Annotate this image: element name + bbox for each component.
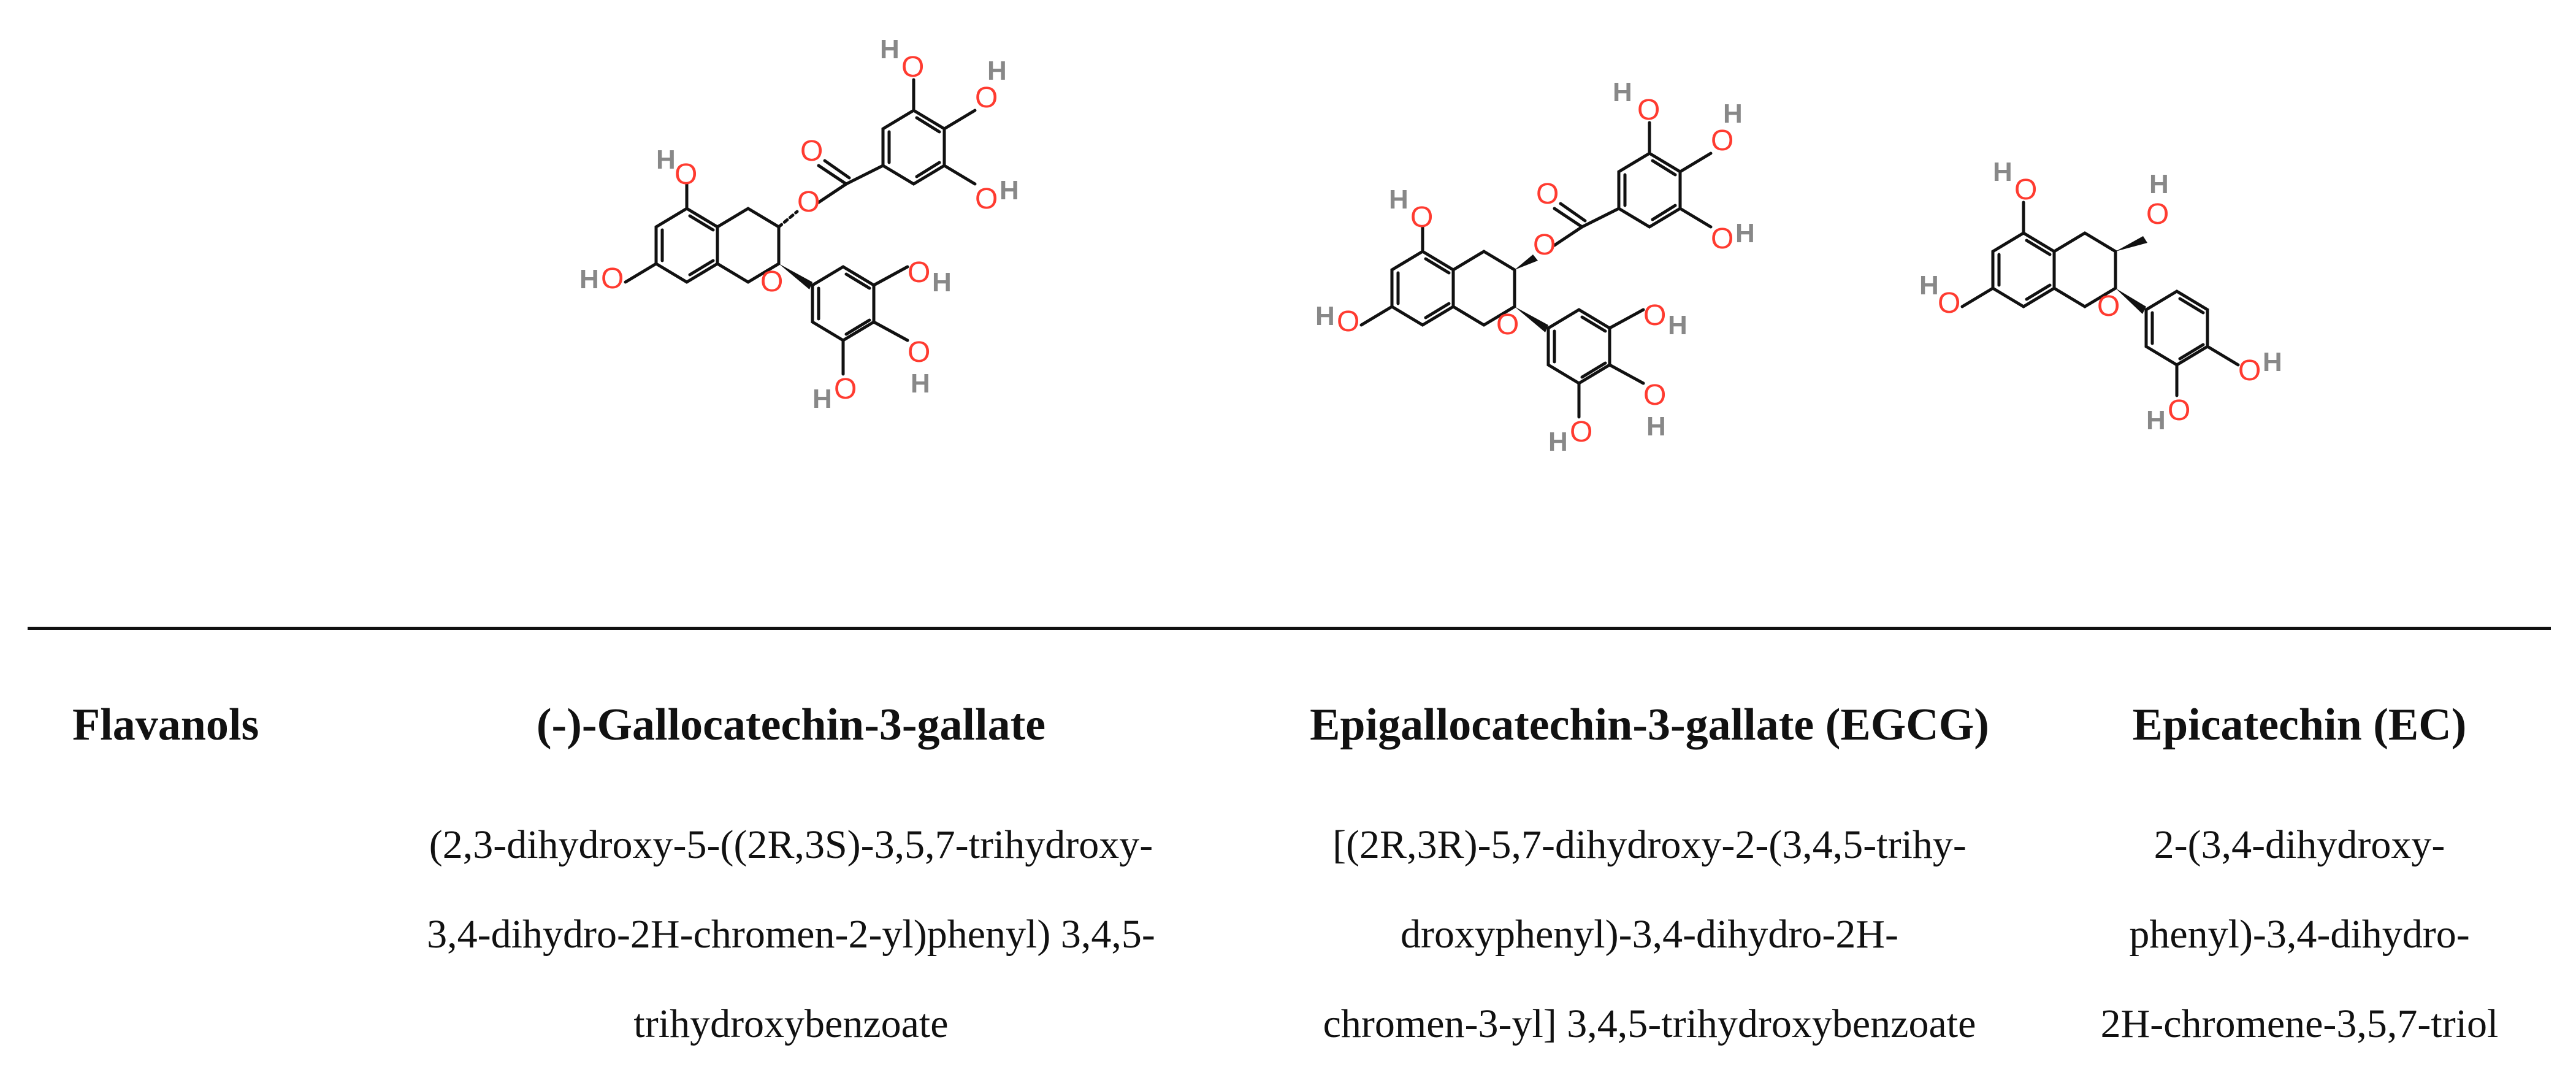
hydrogen-label: H [2149, 169, 2169, 199]
ring-oxygen-label: O [1496, 308, 1519, 341]
hydrogen-label: H [987, 56, 1007, 86]
iupac-line: 3,4-dihydro-2H-chromen-2-yl)phenyl) 3,4,… [427, 912, 1155, 957]
oxygen-label: O [1643, 379, 1666, 411]
iupac-name: 2-(3,4-dihydroxy- phenyl)-3,4-dihydro- 2… [2048, 800, 2551, 1069]
iupac-line: 2-(3,4-dihydroxy- [2154, 822, 2445, 867]
oxygen-label: O [1637, 94, 1660, 126]
oxygen-label: O [1711, 223, 1733, 255]
hydrogen-label: H [2146, 405, 2166, 435]
hydrogen-label: H [1919, 270, 1939, 300]
hydrogen-label: H [999, 175, 1019, 205]
carbonyl-oxygen-label: O [800, 135, 823, 167]
hydrogen-label: H [932, 267, 952, 297]
molecule-drawing: O O O O H O H O H O H O H O H O H O H [1315, 77, 1755, 457]
hydrogen-label: H [1646, 411, 1666, 442]
oxygen-label: O [1337, 305, 1359, 338]
iupac-line: trihydroxybenzoate [633, 1001, 949, 1046]
structure-panel: O O O O H O H O H O H O H O H O H O H [478, 0, 2575, 552]
hydrogen-label: H [2263, 347, 2282, 377]
oxygen-label: O [975, 82, 998, 114]
compound-name: Epigallocatechin-3-gallate (EGCG) [1310, 700, 1989, 750]
hydrogen-label: H [656, 145, 676, 175]
hydrogen-label: H [1723, 99, 1743, 129]
ring-oxygen-label: O [2097, 290, 2120, 323]
hydrogen-label: H [1668, 310, 1687, 340]
iupac-line: 2H-chromene-3,5,7-triol [2100, 1001, 2499, 1046]
oxygen-label: O [601, 262, 624, 295]
iupac-line: (2,3-dihydroxy-5-((2R,3S)-3,5,7-trihydro… [429, 822, 1153, 867]
oxygen-label: O [908, 336, 930, 369]
iupac-name: [(2R,3R)-5,7-dihydroxy-2-(3,4,5-trihy- d… [1263, 800, 2036, 1069]
oxygen-label: O [1410, 201, 1433, 234]
table-divider [28, 627, 2551, 630]
carbonyl-oxygen-label: O [1536, 178, 1559, 210]
hydrogen-label: H [1735, 218, 1755, 248]
iupac-line: chromen-3-yl] 3,4,5-trihydroxybenzoate [1323, 1001, 1976, 1046]
hydrogen-label: H [1993, 157, 2012, 187]
compound-column: Epigallocatechin-3-gallate (EGCG) [(2R,3… [1263, 699, 2036, 1069]
hydrogen-label: H [1548, 427, 1568, 457]
molecule-drawing: O O O O H O H O H O H O H O H O H O H [579, 34, 1019, 414]
oxygen-label: O [975, 183, 998, 215]
oxygen-label: O [1938, 287, 1960, 320]
ring-oxygen-label: O [760, 266, 783, 298]
iupac-line: phenyl)-3,4-dihydro- [2129, 912, 2470, 957]
oxygen-label: O [1570, 416, 1592, 448]
molecule-drawing: O O H O H O H O H O H [1919, 157, 2282, 435]
iupac-line: droxyphenyl)-3,4-dihydro-2H- [1401, 912, 1898, 957]
oxygen-label: O [2168, 394, 2190, 427]
compound-name: (-)-Gallocatechin-3-gallate [536, 700, 1046, 750]
ester-oxygen-label: O [1533, 229, 1556, 261]
hydrogen-label: H [911, 369, 930, 399]
oxygen-label: O [2014, 174, 2037, 206]
compound-column: (-)-Gallocatechin-3-gallate (2,3-dihydro… [362, 699, 1220, 1069]
iupac-name: (2,3-dihydroxy-5-((2R,3S)-3,5,7-trihydro… [362, 800, 1220, 1069]
oxygen-label: O [675, 158, 697, 191]
iupac-line: [(2R,3R)-5,7-dihydroxy-2-(3,4,5-trihy- [1332, 822, 1966, 867]
hydrogen-label: H [1389, 185, 1408, 215]
oxygen-label: O [901, 51, 924, 83]
structure-epicatechin: O O H O H O H O H O H [1901, 61, 2575, 552]
hydrogen-label: H [880, 34, 900, 64]
oxygen-label: O [908, 256, 930, 289]
hydrogen-label: H [1315, 301, 1335, 331]
oxygen-label: O [1643, 299, 1666, 332]
structure-egcg: O O O O H O H O H O H O H O H O H O H [1214, 12, 1919, 534]
oxygen-label: O [1711, 124, 1733, 157]
structure-gallocatechin-gallate: O O O O H O H O H O H O H O H O H O H [478, 0, 1183, 521]
hydrogen-label: H [1613, 77, 1632, 107]
row-label-flavanols: Flavanols [72, 700, 259, 750]
compound-name: Epicatechin (EC) [2132, 700, 2467, 750]
ester-oxygen-label: O [797, 186, 820, 218]
hydrogen-label: H [579, 264, 599, 294]
compound-column: Epicatechin (EC) 2-(3,4-dihydroxy- pheny… [2048, 699, 2551, 1069]
oxygen-label: O [834, 373, 857, 405]
hydrogen-label: H [812, 384, 832, 414]
oxygen-label: O [2238, 354, 2261, 387]
oxygen-label: O [2146, 198, 2169, 231]
